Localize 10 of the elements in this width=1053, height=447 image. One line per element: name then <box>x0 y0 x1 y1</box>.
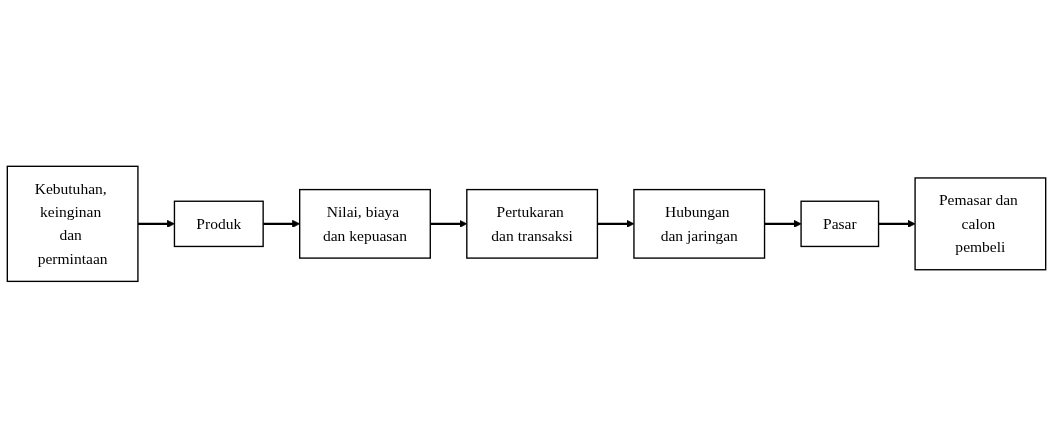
node-box: Pasar <box>800 200 880 247</box>
node-box: Hubungan dan jaringan <box>633 188 766 259</box>
arrow <box>764 219 802 228</box>
node-box: Pertukaran dan transaksi <box>466 188 599 259</box>
node-box: Kebutuhan, keinginan dan permintaan <box>6 165 139 282</box>
node-box: Pemasar dan calon pembeli <box>914 176 1047 271</box>
node-box: Produk <box>173 200 264 247</box>
arrow <box>878 219 916 228</box>
node-box: Nilai, biaya dan kepuasan <box>299 188 431 259</box>
arrow <box>137 219 175 228</box>
